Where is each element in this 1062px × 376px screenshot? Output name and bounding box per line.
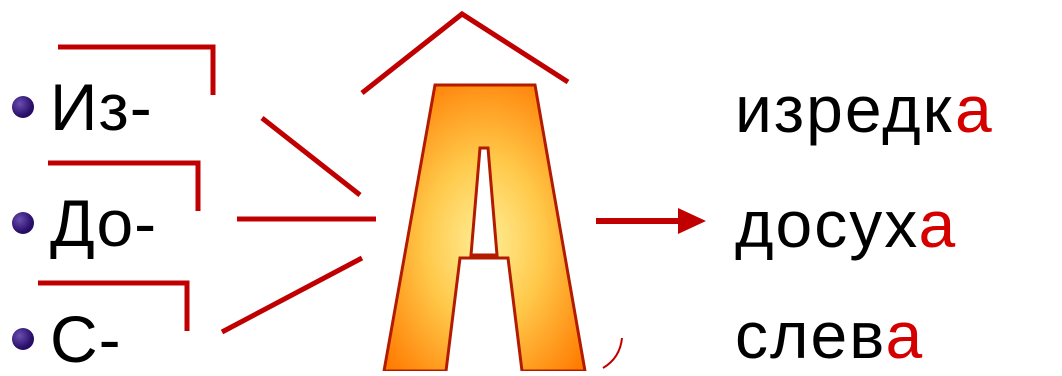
bullet-icon bbox=[12, 328, 34, 350]
word-ending: а bbox=[886, 298, 925, 372]
connector-line-iz bbox=[262, 118, 360, 195]
word-sleva: слева bbox=[735, 300, 924, 370]
prefix-text: С- bbox=[50, 306, 122, 372]
word-ending: а bbox=[955, 72, 994, 146]
prefix-text: Из- bbox=[50, 74, 153, 140]
word-stem: слев bbox=[735, 298, 886, 372]
arrow-head-icon bbox=[678, 208, 706, 234]
bullet-icon bbox=[12, 96, 34, 118]
prefix-item-do: До- bbox=[0, 188, 157, 258]
decorative-curve bbox=[603, 338, 622, 368]
prefix-text: До- bbox=[50, 190, 157, 256]
word-ending: а bbox=[918, 187, 957, 261]
connector-line-s bbox=[222, 258, 362, 332]
word-dosuha: досуха bbox=[735, 189, 957, 259]
prefix-item-s: С- bbox=[0, 304, 122, 374]
roof-line bbox=[362, 14, 568, 93]
word-stem: изредк bbox=[735, 72, 955, 146]
word-stem: досух bbox=[735, 187, 918, 261]
word-izredka: изредка bbox=[735, 74, 994, 144]
bullet-icon bbox=[12, 212, 34, 234]
prefix-item-iz: Из- bbox=[0, 72, 153, 142]
letter-a-shape bbox=[384, 85, 585, 371]
